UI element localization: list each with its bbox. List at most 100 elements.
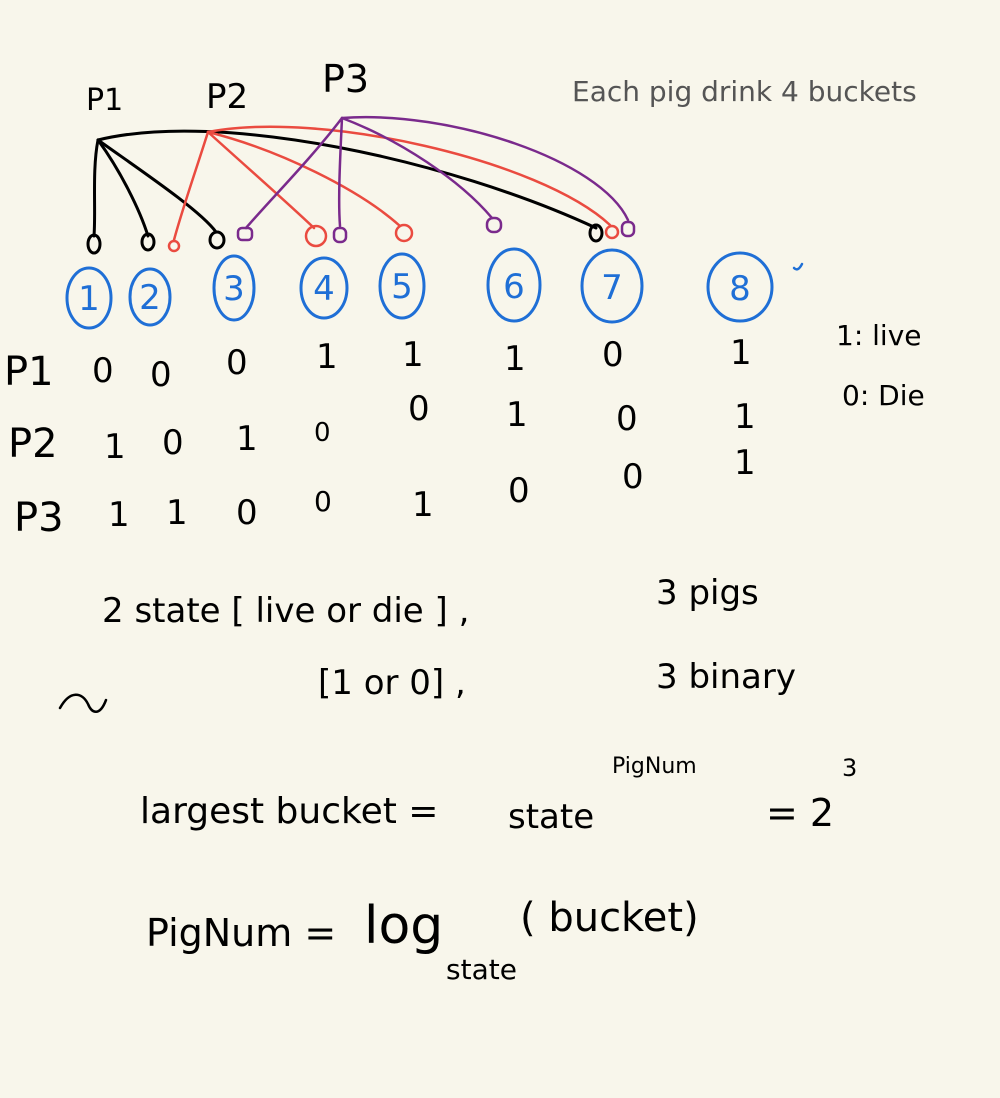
cell-p2-5: 0 [408, 389, 430, 429]
bucket-1: 1 [65, 266, 113, 330]
cell-p3-7: 0 [622, 457, 644, 497]
p3-to-bucket-3 [244, 116, 344, 230]
row-label-p2: P2 [8, 421, 58, 467]
p3-to-bucket-7 [340, 115, 630, 222]
note-binary: 3 binary [656, 657, 796, 697]
p2-bucket-markers [167, 223, 620, 253]
bucket-4-outline [299, 256, 349, 320]
p1-to-bucket-3 [96, 138, 218, 234]
p2-marker-5 [394, 223, 414, 243]
p2-to-bucket-2 [172, 130, 210, 242]
cell-p3-4: 0 [314, 485, 332, 518]
pig-label-p1: P1 [86, 83, 124, 118]
bucket-7: 7 [580, 248, 644, 324]
cell-p1-2: 0 [150, 355, 172, 395]
p2-to-bucket-4 [206, 130, 316, 230]
bucket-8-tick [792, 262, 804, 271]
cell-p3-1: 1 [108, 495, 130, 535]
p3-marker-4 [332, 226, 348, 244]
p1-marker-2 [140, 232, 156, 252]
p1-to-bucket-2 [96, 138, 150, 238]
p2-marker-2 [167, 239, 181, 253]
p1-marker-1 [86, 233, 102, 255]
formula1-exponent: PigNum [612, 754, 697, 779]
cell-p3-2: 1 [166, 493, 188, 533]
cell-p3-3: 0 [236, 493, 258, 533]
note-state-line: 2 state [ live or die ] , [102, 591, 470, 631]
formula2-argument: ( bucket) [520, 895, 699, 941]
formula2-lhs: PigNum = [146, 911, 337, 955]
note-binary-line: [1 or 0] , [318, 663, 466, 703]
bucket-3: 3 [212, 254, 256, 322]
cell-p2-1: 1 [104, 427, 126, 467]
pig-label-p2: P2 [206, 77, 249, 117]
p2-to-bucket-5 [206, 130, 402, 228]
legend-die: 0: Die [842, 379, 925, 412]
p3-bucket-markers [236, 216, 636, 244]
bucket-2: 2 [128, 267, 172, 327]
formula1-base: state [508, 797, 595, 837]
bucket-7-outline [580, 248, 644, 324]
cell-p2-6: 1 [506, 395, 528, 435]
bucket-8-outline [706, 251, 774, 323]
buckets: 1 2 3 4 5 6 7 8 [65, 247, 804, 330]
cell-p3-6: 0 [508, 471, 530, 511]
p3-to-bucket-6 [340, 116, 494, 220]
p1-to-bucket-7 [96, 129, 598, 230]
note-pigs: 3 pigs [656, 573, 759, 613]
bucket-6-outline [486, 247, 542, 323]
bucket-3-outline [212, 254, 256, 322]
bucket-1-label: 1 [78, 279, 100, 319]
p3-to-bucket-4 [337, 116, 344, 228]
note-each-pig: Each pig drink 4 buckets [572, 75, 917, 108]
p3-marker-3 [236, 226, 254, 242]
bucket-7-label: 7 [601, 268, 623, 308]
cell-p3-8: 1 [734, 443, 756, 483]
cell-p1-1: 0 [92, 351, 114, 391]
p1-to-bucket-1 [92, 138, 100, 238]
p1-bucket-markers [86, 223, 604, 255]
cell-p1-5: 1 [402, 335, 424, 375]
p2-to-bucket-7 [206, 125, 612, 227]
p3-connections [244, 115, 630, 230]
bucket-1-outline [65, 266, 113, 330]
bucket-5-label: 5 [391, 267, 413, 307]
bucket-5-outline [378, 252, 426, 320]
cell-p1-7: 0 [602, 335, 624, 375]
cell-p2-8: 1 [734, 397, 756, 437]
p2-connections [172, 125, 612, 242]
bucket-6-label: 6 [503, 267, 525, 307]
p1-marker-7 [588, 223, 604, 243]
bucket-3-label: 3 [223, 269, 245, 309]
formula1-rhs: = 2 [766, 791, 835, 835]
cell-p1-8: 1 [730, 333, 752, 373]
row-label-p3: P3 [14, 495, 64, 541]
formula1-rhs-exponent: 3 [842, 754, 858, 782]
p2-marker-4 [304, 224, 328, 248]
bucket-2-outline [128, 267, 172, 327]
bucket-4-label: 4 [313, 269, 335, 309]
bucket-8-label: 8 [729, 269, 751, 309]
p1-marker-3 [208, 230, 226, 250]
cell-p2-4: 0 [314, 418, 331, 448]
cell-p2-3: 1 [236, 419, 258, 459]
cell-p1-4: 1 [316, 337, 338, 377]
formula1-lhs: largest bucket = [140, 791, 439, 832]
bucket-8: 8 [706, 251, 774, 323]
formula2-log: log [364, 896, 444, 956]
p3-marker-7 [620, 220, 636, 238]
bucket-2-label: 2 [139, 278, 161, 318]
bucket-6: 6 [486, 247, 542, 323]
p2-marker-7 [604, 224, 620, 240]
p1-connections [92, 129, 598, 238]
tilde-symbol [58, 693, 108, 713]
cell-p3-5: 1 [412, 485, 434, 525]
tilde-text: ~ [58, 680, 59, 681]
row-label-p1: P1 [4, 349, 54, 395]
legend-live: 1: live [836, 319, 922, 352]
cell-p2-2: 0 [162, 423, 184, 463]
pig-label-p3: P3 [322, 57, 370, 101]
bucket-5: 5 [378, 252, 426, 320]
formula2-subscript: state [446, 953, 517, 986]
